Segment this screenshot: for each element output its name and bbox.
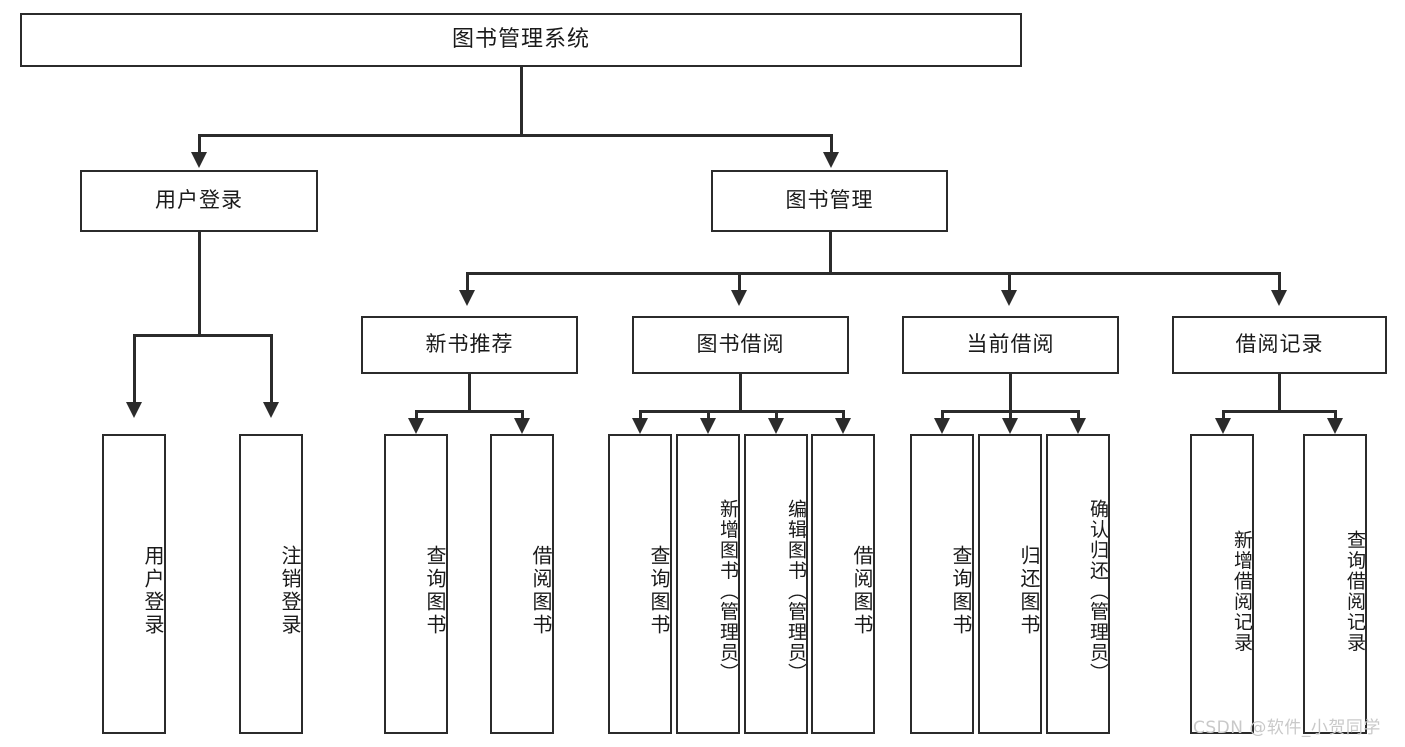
arrow-down-icon [1002,418,1018,434]
edge-user-left [133,334,136,406]
csdn-watermark: CSDN @软件_小贺同学 [1193,718,1381,738]
arrow-down-icon [514,418,530,434]
edge-borrow-trunk [739,374,742,410]
arrow-down-icon [700,418,716,434]
edge-root-trunk [520,67,523,134]
arrow-down-icon [263,402,279,418]
arrow-down-icon [1271,290,1287,306]
edge-current-trunk [1009,374,1012,410]
leaf-current-confirm-return-admin[interactable]: 确认归还（管理员） [1046,434,1110,734]
edge-books-c2 [738,272,741,294]
node-borrow-record[interactable]: 借阅记录 [1172,316,1387,374]
edge-newbook-trunk [468,374,471,410]
leaf-current-return-book[interactable]: 归还图书 [978,434,1042,734]
edge-books-c1 [466,272,469,294]
edge-borrow-c1 [639,410,642,422]
edge-user-trunk [198,232,201,334]
leaf-record-add-record[interactable]: 新增借阅记录 [1190,434,1254,734]
arrow-down-icon [1070,418,1086,434]
leaf-newbook-query-book[interactable]: 查询图书 [384,434,448,734]
leaf-borrow-borrow-book[interactable]: 借阅图书 [811,434,875,734]
edge-books-bar [466,272,1278,275]
arrow-down-icon [768,418,784,434]
leaf-current-query-book[interactable]: 查询图书 [910,434,974,734]
arrow-down-icon [934,418,950,434]
edge-newbook-bar [415,410,523,413]
node-book-borrow[interactable]: 图书借阅 [632,316,849,374]
edge-root-to-books [830,134,833,156]
edge-books-c3 [1008,272,1011,294]
edge-current-c3 [1077,410,1080,422]
edge-root-to-user [198,134,201,156]
edge-borrow-c4 [842,410,845,422]
arrow-down-icon [823,152,839,168]
node-user-login[interactable]: 用户登录 [80,170,318,232]
arrow-down-icon [408,418,424,434]
node-current-borrow[interactable]: 当前借阅 [902,316,1119,374]
edge-current-c1 [941,410,944,422]
arrow-down-icon [1215,418,1231,434]
edge-user-bar [133,334,272,337]
leaf-borrow-query-book[interactable]: 查询图书 [608,434,672,734]
edge-borrow-bar [639,410,844,413]
arrow-down-icon [632,418,648,434]
edge-record-bar [1222,410,1336,413]
arrow-down-icon [731,290,747,306]
edge-borrow-c2 [707,410,710,422]
leaf-newbook-borrow-book[interactable]: 借阅图书 [490,434,554,734]
arrow-down-icon [459,290,475,306]
edge-newbook-r [521,410,524,422]
edge-books-trunk [829,232,832,272]
leaf-record-query-record[interactable]: 查询借阅记录 [1303,434,1367,734]
arrow-down-icon [1327,418,1343,434]
edge-record-trunk [1278,374,1281,410]
edge-user-right [270,334,273,406]
arrow-down-icon [126,402,142,418]
leaf-borrow-add-book-admin[interactable]: 新增图书（管理员） [676,434,740,734]
edge-borrow-c3 [775,410,778,422]
arrow-down-icon [835,418,851,434]
edge-record-r [1334,410,1337,422]
edge-root-bar [198,134,832,137]
node-new-book-recommend[interactable]: 新书推荐 [361,316,578,374]
edge-books-c4 [1278,272,1281,294]
edge-newbook-l [415,410,418,422]
leaf-user-login[interactable]: 用户登录 [102,434,166,734]
arrow-down-icon [1001,290,1017,306]
edge-record-l [1222,410,1225,422]
arrow-down-icon [191,152,207,168]
edge-current-c2 [1009,410,1012,422]
leaf-user-logout[interactable]: 注销登录 [239,434,303,734]
leaf-borrow-edit-book-admin[interactable]: 编辑图书（管理员） [744,434,808,734]
node-book-management[interactable]: 图书管理 [711,170,948,232]
node-root-system[interactable]: 图书管理系统 [20,13,1022,67]
